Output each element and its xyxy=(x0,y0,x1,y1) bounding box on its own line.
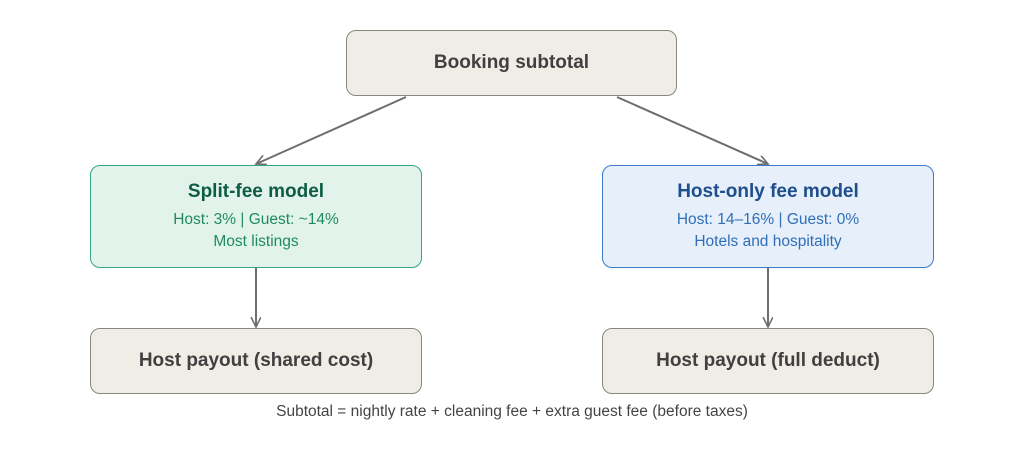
host-only-fee-model-node: Host-only fee model Host: 14–16% | Guest… xyxy=(602,165,934,268)
edge-root-to-split xyxy=(256,96,407,164)
host-payout-shared-title: Host payout (shared cost) xyxy=(138,350,374,371)
subtotal-footnote: Subtotal = nightly rate + cleaning fee +… xyxy=(276,403,748,420)
split-fee-model-detail: Host: 3% | Guest: ~14% xyxy=(173,211,339,228)
split-fee-model-title: Split-fee model xyxy=(187,181,325,202)
host-payout-shared-node: Host payout (shared cost) xyxy=(90,328,422,394)
host-payout-full-node: Host payout (full deduct) xyxy=(602,328,934,394)
split-fee-model-note: Most listings xyxy=(213,233,299,250)
booking-subtotal-node: Booking subtotal xyxy=(346,30,677,96)
host-only-fee-model-title: Host-only fee model xyxy=(677,181,859,202)
host-payout-full-title: Host payout (full deduct) xyxy=(656,350,880,371)
split-fee-model-node: Split-fee model Host: 3% | Guest: ~14% M… xyxy=(90,165,422,268)
booking-subtotal-title: Booking subtotal xyxy=(433,52,590,73)
edge-root-to-host-only xyxy=(616,96,768,164)
host-only-fee-model-detail: Host: 14–16% | Guest: 0% xyxy=(676,211,860,228)
host-only-fee-model-note: Hotels and hospitality xyxy=(694,233,842,250)
